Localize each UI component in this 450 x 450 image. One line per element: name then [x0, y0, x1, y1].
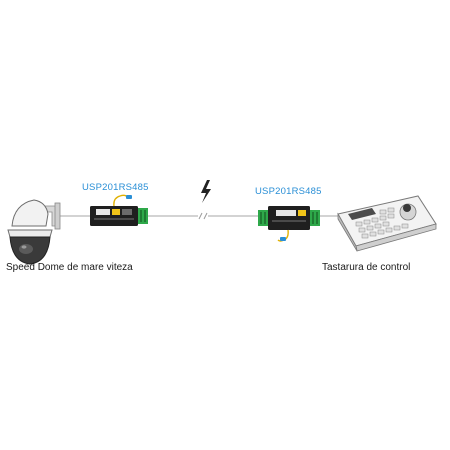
camera-label: Speed Dome de mare viteza: [6, 262, 133, 273]
keyboard-label: Tastarura de control: [322, 262, 411, 273]
surge-protector-icon: [258, 206, 320, 242]
speed-dome-camera-icon: [7, 199, 61, 265]
surge-protector-icon: [90, 194, 148, 226]
device-label-left: USP201RS485: [82, 182, 149, 193]
control-keyboard-icon: [337, 195, 437, 252]
device-label-right: USP201RS485: [255, 186, 322, 197]
lightning-bolt-icon: [201, 180, 211, 203]
line-break-mark: [198, 212, 208, 220]
